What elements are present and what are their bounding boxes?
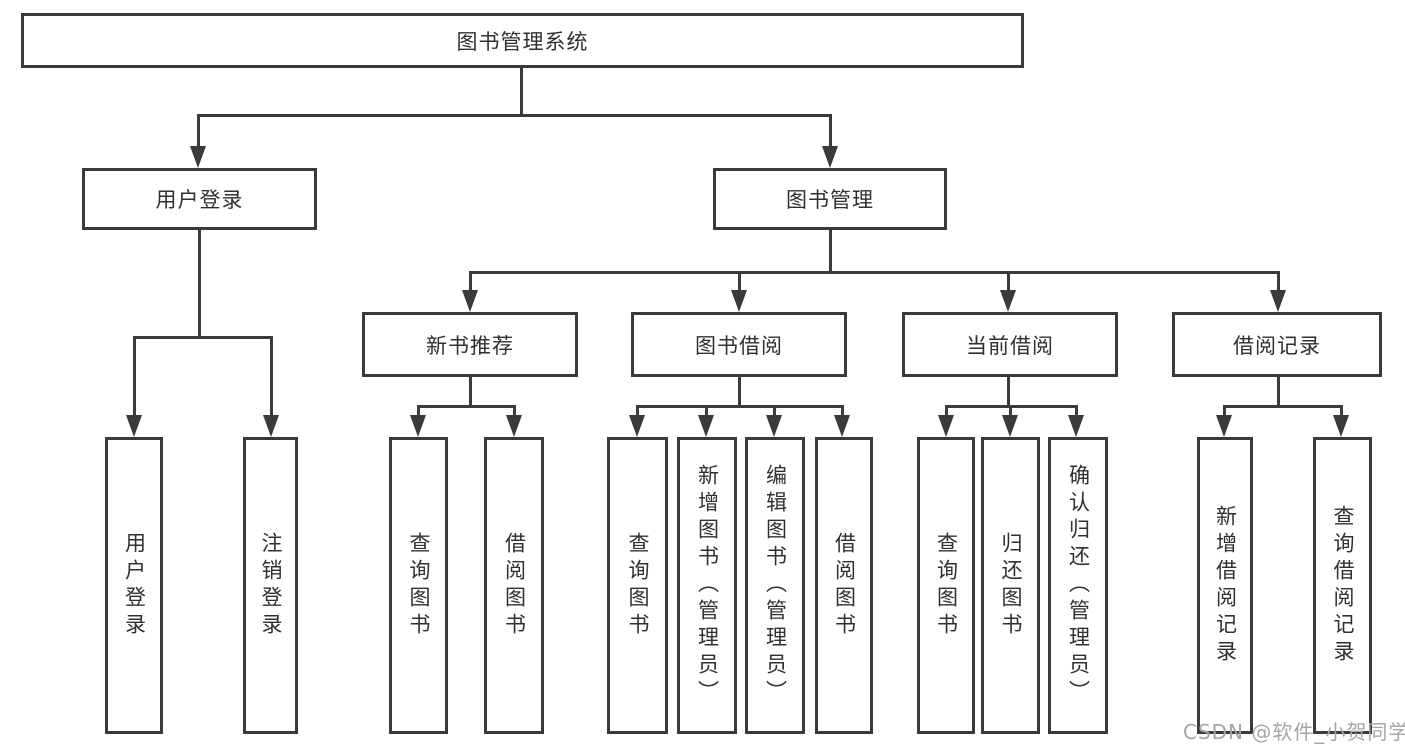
arrowhead-bb-borrow bbox=[834, 415, 850, 437]
connector-stem-bb-borrow bbox=[841, 405, 844, 419]
arrowhead-book-mgmt bbox=[822, 146, 838, 168]
connector-stem-br-add bbox=[1223, 405, 1226, 419]
connector-stem-book-mgmt bbox=[829, 114, 832, 150]
arrowhead-nb-query bbox=[410, 415, 426, 437]
connector-userlogin-drop bbox=[198, 230, 201, 338]
node-new-book-recommend: 新书推荐 bbox=[362, 312, 578, 377]
arrowhead-bb-query bbox=[629, 415, 645, 437]
leaf-return-books: 归还图书 bbox=[981, 437, 1040, 734]
arrowhead-cb-return bbox=[1002, 415, 1018, 437]
connector-stem-bb-query bbox=[636, 405, 639, 419]
connector-borrowrecord-drop bbox=[1277, 377, 1280, 407]
connector-bookmgmt-drop bbox=[829, 230, 832, 273]
connector-borrowrecord-rail bbox=[1223, 405, 1342, 408]
arrowhead-borrow-record bbox=[1270, 290, 1286, 312]
connector-stem-leaf-login bbox=[133, 336, 136, 418]
connector-stem-new-book bbox=[469, 271, 472, 292]
connector-bookborrow-rail bbox=[636, 405, 844, 408]
leaf-add-borrow-record: 新增借阅记录 bbox=[1197, 437, 1253, 734]
connector-currentborrow-drop bbox=[1007, 377, 1010, 407]
connector-stem-leaf-logout bbox=[270, 336, 273, 418]
arrowhead-br-add bbox=[1216, 415, 1232, 437]
leaf-borrow-books-2: 借阅图书 bbox=[815, 437, 873, 734]
arrowhead-current-borrow bbox=[1000, 290, 1016, 312]
leaf-query-books-3: 查询图书 bbox=[917, 437, 975, 734]
node-book-borrow: 图书借阅 bbox=[631, 312, 847, 377]
node-book-management: 图书管理 bbox=[713, 168, 947, 230]
leaf-confirm-return-admin: 确认归还（管理员） bbox=[1048, 437, 1108, 734]
arrowhead-leaf-login bbox=[126, 415, 142, 437]
arrowhead-user-login bbox=[190, 146, 206, 168]
arrowhead-leaf-logout bbox=[263, 415, 279, 437]
leaf-query-borrow-record: 查询借阅记录 bbox=[1313, 437, 1372, 734]
connector-stem-bb-edit bbox=[773, 405, 776, 419]
csdn-watermark: CSDN @软件_小贺同学 bbox=[1183, 720, 1405, 744]
connector-stem-nb-query bbox=[417, 405, 420, 419]
leaf-user-login: 用户登录 bbox=[105, 437, 163, 734]
connector-root-drop bbox=[520, 68, 523, 117]
arrowhead-nb-borrow bbox=[506, 415, 522, 437]
connector-stem-current-borrow bbox=[1007, 271, 1010, 292]
connector-newbook-rail bbox=[417, 405, 516, 408]
connector-newbook-drop bbox=[469, 377, 472, 407]
arrowhead-bb-add bbox=[698, 415, 714, 437]
node-root: 图书管理系统 bbox=[21, 13, 1024, 68]
connector-stem-book-borrow bbox=[738, 271, 741, 292]
arrowhead-cb-query bbox=[938, 415, 954, 437]
leaf-query-books-2: 查询图书 bbox=[607, 437, 668, 734]
connector-level2-rail bbox=[197, 114, 831, 117]
connector-stem-bb-add bbox=[705, 405, 708, 419]
arrowhead-cb-confirm bbox=[1068, 415, 1084, 437]
arrowhead-bb-edit bbox=[766, 415, 782, 437]
connector-stem-user-login bbox=[197, 114, 200, 150]
node-current-borrow: 当前借阅 bbox=[902, 312, 1118, 377]
leaf-add-books-admin: 新增图书（管理员） bbox=[677, 437, 737, 734]
leaf-borrow-books-1: 借阅图书 bbox=[484, 437, 544, 734]
connector-stem-br-query bbox=[1340, 405, 1343, 419]
connector-stem-cb-return bbox=[1009, 405, 1012, 419]
arrowhead-new-book bbox=[462, 290, 478, 312]
connector-userlogin-rail bbox=[133, 336, 273, 339]
leaf-query-books-1: 查询图书 bbox=[389, 437, 448, 734]
leaf-logout: 注销登录 bbox=[243, 437, 298, 734]
connector-stem-cb-query bbox=[945, 405, 948, 419]
connector-stem-nb-borrow bbox=[513, 405, 516, 419]
connector-stem-borrow-record bbox=[1277, 271, 1280, 292]
node-borrow-record: 借阅记录 bbox=[1172, 312, 1382, 377]
connector-bookborrow-drop bbox=[738, 377, 741, 407]
connector-level3-rail bbox=[469, 271, 1280, 274]
leaf-edit-books-admin: 编辑图书（管理员） bbox=[745, 437, 805, 734]
connector-stem-cb-confirm bbox=[1075, 405, 1078, 419]
arrowhead-book-borrow bbox=[731, 290, 747, 312]
arrowhead-br-query bbox=[1333, 415, 1349, 437]
node-user-login: 用户登录 bbox=[82, 168, 317, 230]
